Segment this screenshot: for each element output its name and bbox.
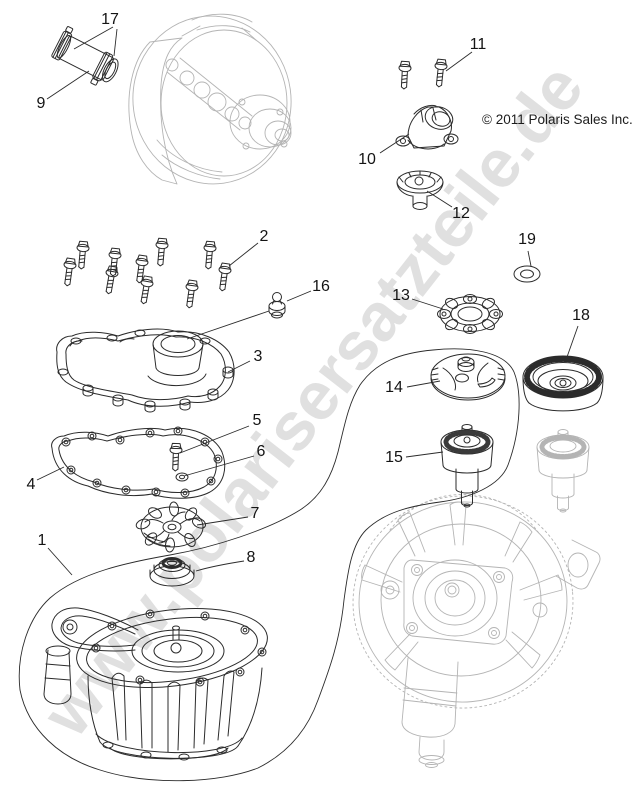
callout-7: 7 [250, 505, 260, 522]
roller-bearing-reference-drawing [536, 429, 590, 513]
roller-bearing-drawing [440, 424, 494, 508]
callout-3: 3 [253, 348, 263, 365]
assembly-group-outline [18, 348, 520, 782]
cover-gasket-drawing [51, 426, 226, 499]
callout-11: 11 [469, 36, 487, 53]
callout-16: 16 [312, 278, 330, 295]
mechanical-seal-drawing [149, 557, 195, 587]
bypass-hose-drawing [51, 26, 119, 86]
callout-9: 9 [36, 95, 46, 112]
cover-bolts-drawing [60, 237, 233, 310]
impeller-drawing [135, 501, 207, 553]
washer-drawing [513, 265, 541, 283]
callout-19: 19 [518, 231, 536, 248]
callout-17: 17 [101, 11, 119, 28]
callout-13: 13 [392, 287, 410, 304]
copyright-notice: © 2011 Polaris Sales Inc. [482, 112, 633, 127]
callout-6: 6 [256, 443, 266, 460]
callout-14: 14 [385, 379, 403, 396]
thermostat-bolts-drawing [397, 58, 449, 90]
callout-1: 1 [37, 532, 47, 549]
cover-bolt-bosses [57, 329, 234, 413]
callout-12: 12 [452, 205, 470, 222]
rotor-cup-drawing [522, 355, 604, 412]
cam-plate-drawing [430, 353, 506, 401]
thermostat-drawing [396, 170, 444, 210]
callout-10: 10 [358, 151, 376, 168]
lock-washer-drawing [437, 294, 503, 334]
callout-2: 2 [259, 228, 269, 245]
callout-15: 15 [385, 449, 403, 466]
callout-8: 8 [246, 549, 256, 566]
clutch-cover-reference-drawing [352, 493, 601, 768]
water-pump-housing-drawing [43, 607, 268, 761]
fitting-drawing [268, 292, 286, 319]
callout-5: 5 [252, 412, 262, 429]
gasket-bolt-holes [61, 426, 223, 498]
callout-18: 18 [572, 307, 590, 324]
callout-4: 4 [26, 476, 36, 493]
callout-leader-lines [36, 26, 579, 576]
water-pump-cover-drawing [56, 328, 235, 413]
engine-crankcase-reference-drawing [128, 13, 292, 185]
thermostat-housing-drawing [395, 104, 459, 150]
